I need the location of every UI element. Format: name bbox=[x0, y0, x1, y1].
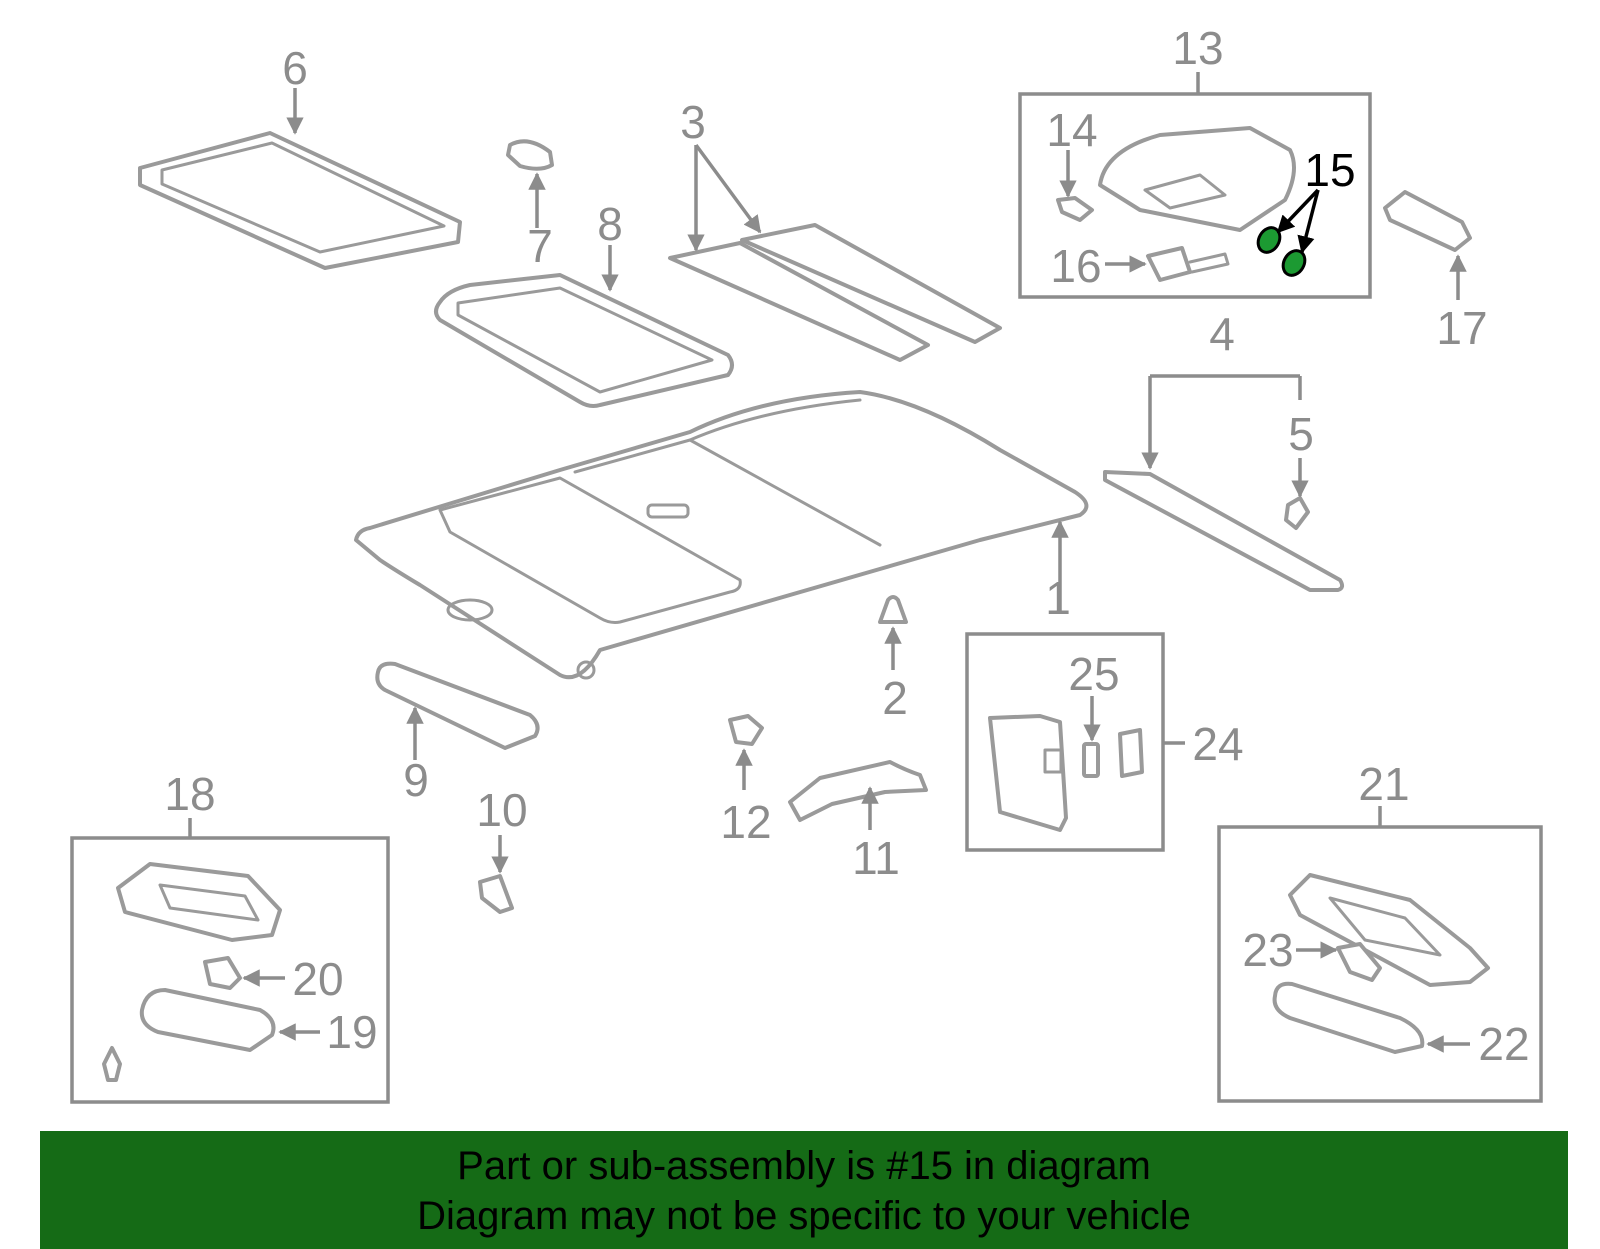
callout-15: 15 bbox=[1304, 144, 1355, 196]
part-24-map-light-housing bbox=[988, 714, 1144, 832]
callout-5: 5 bbox=[1288, 408, 1314, 460]
part-11-assist-grip bbox=[788, 760, 928, 830]
part-15-highlighted-bulb bbox=[1256, 188, 1320, 277]
part-25-bulb bbox=[1082, 696, 1101, 778]
info-banner: Part or sub-assembly is #15 in diagram D… bbox=[40, 1131, 1568, 1249]
part-20-bulb bbox=[203, 956, 285, 990]
callout-17: 17 bbox=[1436, 302, 1487, 354]
part-16-connector bbox=[1105, 246, 1230, 282]
box-18 bbox=[70, 836, 390, 1104]
part-13-overhead-console bbox=[1098, 126, 1296, 232]
part-2-clip bbox=[878, 595, 908, 670]
callout-7: 7 bbox=[527, 220, 553, 272]
part-9-sun-visor bbox=[375, 661, 540, 760]
part-1-headliner bbox=[354, 390, 1089, 680]
part-7-clip bbox=[506, 139, 554, 228]
callout-1: 1 bbox=[1045, 572, 1071, 624]
part-23-bulb bbox=[1296, 941, 1382, 982]
callout-25: 25 bbox=[1068, 648, 1119, 700]
callout-21: 21 bbox=[1358, 758, 1409, 810]
callout-6: 6 bbox=[282, 42, 308, 94]
part-10-visor-holder bbox=[478, 835, 514, 914]
callout-9: 9 bbox=[403, 754, 429, 806]
part-5-clip bbox=[1284, 458, 1310, 530]
callout-3: 3 bbox=[680, 96, 706, 148]
banner-line-disclaimer: Diagram may not be specific to your vehi… bbox=[417, 1194, 1191, 1238]
callout-4: 4 bbox=[1209, 308, 1235, 360]
callout-20: 20 bbox=[292, 953, 343, 1005]
part-22-lens bbox=[1272, 981, 1470, 1054]
callout-11: 11 bbox=[852, 832, 900, 884]
callout-12: 12 bbox=[720, 796, 771, 848]
callout-14: 14 bbox=[1046, 104, 1097, 156]
part-14-clip bbox=[1056, 150, 1094, 222]
callout-23: 23 bbox=[1242, 924, 1293, 976]
callout-16: 16 bbox=[1050, 240, 1101, 292]
box-13 bbox=[1018, 92, 1372, 299]
callout-22: 22 bbox=[1478, 1018, 1529, 1070]
banner-line-part: Part or sub-assembly is #15 in diagram bbox=[457, 1144, 1151, 1188]
part-4-trim-panel bbox=[1103, 374, 1345, 592]
callout-13: 13 bbox=[1172, 22, 1223, 74]
part-21-room-light bbox=[1288, 873, 1490, 987]
part-17-bracket bbox=[1383, 190, 1472, 300]
callout-24: 24 bbox=[1192, 718, 1243, 770]
callout-10: 10 bbox=[476, 784, 527, 836]
part-19-lens bbox=[139, 988, 320, 1052]
part-12-clip bbox=[728, 714, 764, 790]
part-3-sunshade-panels bbox=[668, 143, 1002, 362]
part-18-dome-light bbox=[102, 862, 282, 1082]
callout-8: 8 bbox=[597, 198, 623, 250]
part-6-sunroof-frame bbox=[138, 88, 462, 270]
part-8-sunroof-seal bbox=[434, 245, 734, 408]
callout-18: 18 bbox=[164, 768, 215, 820]
callout-2: 2 bbox=[882, 672, 908, 724]
callout-19: 19 bbox=[326, 1006, 377, 1058]
